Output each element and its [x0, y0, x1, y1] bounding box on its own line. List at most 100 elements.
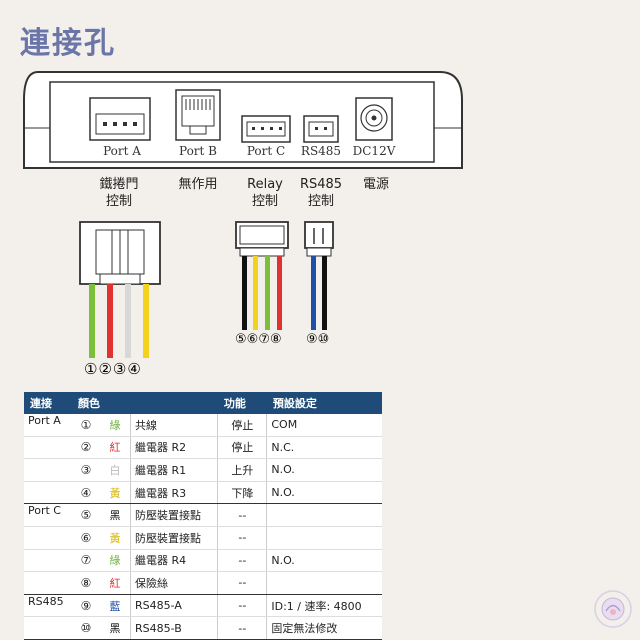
port-a-socket: [89, 97, 151, 141]
cell-color: 黃: [100, 526, 131, 550]
port-c-function: Relay 控制: [220, 176, 310, 210]
port-a-function: 鐵捲門 控制: [74, 176, 164, 210]
cell-name: RS485-B: [129, 616, 218, 640]
port-c-socket: [241, 115, 291, 143]
port-a-wire-numbers: ①②③④: [84, 360, 142, 378]
port-c-label: Port C: [246, 144, 286, 158]
cell-wire-number: ⑥: [72, 526, 100, 550]
cell-color: 藍: [100, 594, 131, 618]
dc-label: DC12V: [352, 144, 396, 158]
port-c-wires: [242, 256, 282, 330]
cell-connection: [24, 616, 72, 640]
wire-number-3: ③: [112, 360, 128, 378]
cell-function: --: [217, 503, 267, 527]
cell-color: 白: [100, 458, 131, 482]
cell-wire-number: ③: [72, 458, 100, 482]
cell-function: 停止: [217, 414, 267, 437]
cell-name: 繼電器 R1: [129, 458, 218, 482]
header-color: 顏色: [72, 392, 131, 414]
port-a-plug: [79, 221, 161, 285]
rs485-function: RS485 控制: [276, 176, 366, 210]
wire-number-4: ④: [127, 360, 142, 378]
cell-setting: [266, 503, 382, 527]
header-connection: 連接: [24, 392, 72, 414]
rs485-socket: [303, 115, 339, 143]
dc-function-line1: 電源: [362, 177, 389, 192]
cell-name: 防壓裝置接點: [129, 526, 218, 550]
port-a-label: Port A: [103, 144, 141, 158]
wire-number-8: ⑧: [269, 332, 282, 347]
cell-name: 繼電器 R3: [129, 481, 218, 505]
cell-color: 綠: [100, 549, 131, 573]
dc-jack: [355, 97, 393, 141]
cell-name: 繼電器 R2: [129, 436, 218, 460]
rs485-plug: [304, 221, 334, 257]
cell-function: 上升: [217, 458, 267, 482]
table-header-row: 連接 顏色 功能 預設設定: [24, 392, 382, 414]
cell-color: 綠: [100, 414, 131, 437]
wire-number-6: ⑥: [246, 332, 259, 347]
cell-connection: Port A: [24, 414, 72, 437]
page-title: 連接孔: [20, 26, 116, 61]
cell-setting: 固定無法修改: [266, 616, 382, 640]
rs485-wires: [311, 256, 327, 330]
cell-connection: Port C: [24, 503, 72, 527]
cell-setting: N.O.: [266, 481, 382, 505]
cell-wire-number: ⑨: [72, 594, 100, 618]
cell-connection: [24, 481, 72, 505]
cell-setting: N.O.: [266, 458, 382, 482]
device-diagram: [23, 71, 463, 358]
port-b-function-line1: 無作用: [178, 177, 218, 192]
port-a-wires: [89, 284, 149, 358]
cell-connection: [24, 526, 72, 550]
port-b-socket: [175, 89, 221, 141]
cell-name: 保險絲: [129, 571, 218, 595]
dc-function: 電源: [331, 176, 421, 193]
rs485-function-line1: RS485: [299, 177, 343, 192]
cell-wire-number: ⑦: [72, 549, 100, 573]
wire-number-1: ①: [84, 360, 99, 378]
cell-connection: RS485: [24, 594, 72, 618]
cell-connection: [24, 571, 72, 595]
rs485-label: RS485: [300, 144, 342, 158]
port-a-function-line2: 控制: [105, 194, 132, 209]
wire-number-2: ②: [98, 360, 113, 378]
cell-connection: [24, 458, 72, 482]
header-setting: 預設設定: [266, 392, 382, 414]
wire-number-9: ⑨: [306, 332, 318, 347]
cell-setting: [266, 571, 382, 595]
cell-color: 黃: [100, 481, 131, 505]
cell-setting: COM: [266, 414, 382, 437]
port-c-plug: [235, 221, 289, 257]
cell-setting: ID:1 / 速率: 4800: [266, 594, 382, 618]
cell-connection: [24, 436, 72, 460]
wire-number-7: ⑦: [258, 332, 270, 347]
cell-color: 黑: [100, 616, 131, 640]
cell-wire-number: ⑤: [72, 503, 100, 527]
cell-wire-number: ①: [72, 414, 100, 437]
cell-color: 紅: [100, 436, 131, 460]
port-c-wire-numbers: ⑤⑥⑦⑧: [235, 332, 282, 347]
cell-name: 繼電器 R4: [129, 549, 218, 573]
cell-wire-number: ④: [72, 481, 100, 505]
rs485-wire-numbers: ⑨⑩: [306, 332, 329, 347]
cell-setting: N.C.: [266, 436, 382, 460]
cell-color: 紅: [100, 571, 131, 595]
cell-connection: [24, 549, 72, 573]
cell-name: 防壓裝置接點: [129, 503, 218, 527]
cell-setting: [266, 526, 382, 550]
cell-function: 下降: [217, 481, 267, 505]
port-c-function-line1: Relay: [247, 177, 283, 192]
cell-name: RS485-A: [129, 594, 218, 618]
cell-function: --: [217, 549, 267, 573]
cell-function: --: [217, 526, 267, 550]
